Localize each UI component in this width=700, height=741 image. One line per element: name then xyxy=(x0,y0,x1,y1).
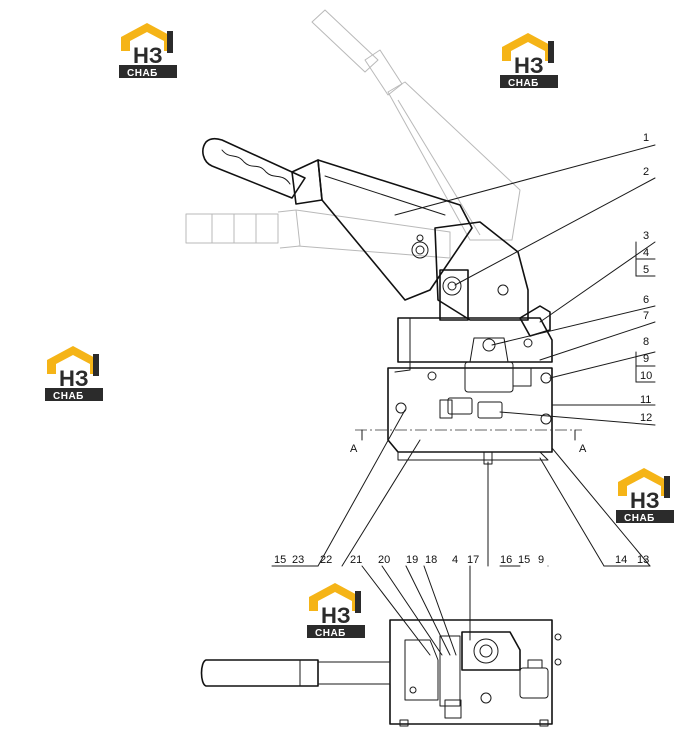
logo-word: СНАБ xyxy=(53,391,84,402)
logo-letters: НЗ xyxy=(321,603,351,628)
logo-word: СНАБ xyxy=(508,78,539,89)
callout-15-left: 15 xyxy=(274,554,286,566)
watermark-logo: НЗ СНАБ xyxy=(500,33,558,89)
callout-7: 7 xyxy=(643,310,649,322)
callout-22: 22 xyxy=(320,554,332,566)
callout-17: 17 xyxy=(467,554,479,566)
logo-letters: НЗ xyxy=(133,43,163,68)
callout-20: 20 xyxy=(378,554,390,566)
callout-6: 6 xyxy=(643,294,649,306)
callout-3: 3 xyxy=(643,230,649,242)
logo-letters: НЗ xyxy=(514,53,544,78)
section-mark-left: A xyxy=(350,443,358,455)
callout-leaders-bottom xyxy=(271,409,651,656)
callout-4-bottom: 4 xyxy=(452,554,458,566)
watermark-logo: НЗ СНАБ xyxy=(119,23,177,79)
logo-letters: НЗ xyxy=(630,488,660,513)
watermark-logo: НЗ СНАБ xyxy=(307,583,365,639)
callout-21: 21 xyxy=(350,554,362,566)
logo-word: СНАБ xyxy=(624,513,655,524)
callout-18: 18 xyxy=(425,554,437,566)
callout-15-right: 15 xyxy=(518,554,530,566)
hand-lever xyxy=(202,137,473,301)
callout-2: 2 xyxy=(643,166,649,178)
callout-5: 5 xyxy=(643,264,649,276)
section-mark-right: A xyxy=(579,443,587,455)
callout-11: 11 xyxy=(640,394,651,406)
callout-13: 13 xyxy=(637,554,649,566)
callout-1: 1 xyxy=(643,132,649,144)
ghost-lever-horizontal xyxy=(185,209,451,259)
callout-labels-right: 1 2 3 4 5 6 7 8 9 10 11 12 xyxy=(640,132,652,424)
callout-19: 19 xyxy=(406,554,418,566)
callout-14: 14 xyxy=(615,554,627,566)
watermark-logo: НЗ СНАБ xyxy=(45,346,103,402)
callout-4: 4 xyxy=(643,247,649,259)
callout-12: 12 xyxy=(640,412,652,424)
callout-9-bottom: 9 xyxy=(538,554,544,566)
callout-labels-bottom: 15 23 22 21 20 19 18 4 17 16 15 9 14 13 xyxy=(274,554,649,566)
pump-plan-view xyxy=(200,619,562,727)
logo-letters: НЗ xyxy=(59,366,89,391)
pump-body xyxy=(387,221,553,465)
callout-10: 10 xyxy=(640,370,652,382)
logo-word: СНАБ xyxy=(127,68,158,79)
callout-9: 9 xyxy=(643,353,649,365)
watermark-logo: НЗ СНАБ xyxy=(616,468,674,524)
callout-8: 8 xyxy=(643,336,649,348)
ghost-lever-raised xyxy=(311,9,521,241)
logo-word: СНАБ xyxy=(315,628,346,639)
callout-23: 23 xyxy=(292,554,304,566)
section-line: A A xyxy=(350,429,587,455)
callout-leaders-right xyxy=(394,144,656,426)
callout-16: 16 xyxy=(500,554,512,566)
